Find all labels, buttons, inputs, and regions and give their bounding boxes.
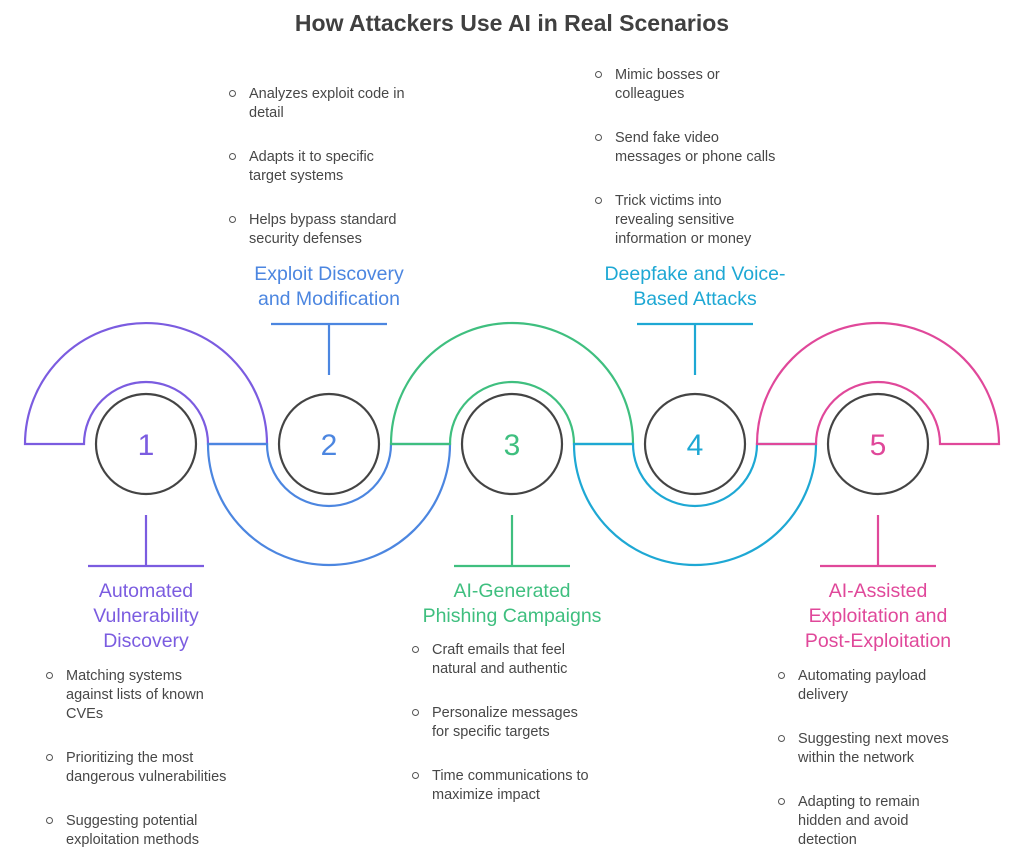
list-item: Craft emails that feel natural and authe… bbox=[412, 641, 589, 679]
step-3-heading: AI-Generated Phishing Campaigns bbox=[402, 579, 622, 629]
bullet-dot-icon bbox=[412, 646, 419, 653]
list-item: Personalize messages for specific target… bbox=[412, 704, 589, 742]
list-item: Prioritizing the most dangerous vulnerab… bbox=[46, 749, 226, 787]
heading-line: and Modification bbox=[257, 288, 400, 310]
connector-step-5 bbox=[820, 515, 936, 568]
step-2-bullets: Analyzes exploit code in detail Adapts i… bbox=[229, 85, 405, 249]
list-item: Trick victims into revealing sensitive i… bbox=[595, 192, 775, 249]
bullet-dot-icon bbox=[595, 71, 602, 78]
heading-line: Deepfake and Voice- bbox=[604, 263, 786, 285]
list-item: Send fake video messages or phone calls bbox=[595, 129, 775, 167]
bullet-dot-icon bbox=[595, 197, 602, 204]
heading-line: Vulnerability bbox=[93, 605, 199, 627]
step-circle-3 bbox=[460, 392, 564, 496]
step-1-bullets: Matching systems against lists of known … bbox=[46, 667, 226, 850]
step-number-1: 1 bbox=[138, 429, 155, 462]
connector-step-4 bbox=[637, 322, 753, 375]
bullet-dot-icon bbox=[778, 672, 785, 679]
heading-line: Automated bbox=[98, 580, 194, 602]
step-circle-1 bbox=[94, 392, 198, 496]
list-item: Adapts it to specific target systems bbox=[229, 148, 405, 186]
step-circle-2 bbox=[277, 392, 381, 496]
bullet-dot-icon bbox=[46, 817, 53, 824]
heading-line: Phishing Campaigns bbox=[422, 605, 602, 627]
arch-step-4 bbox=[572, 442, 818, 567]
step-number-2: 2 bbox=[321, 429, 338, 462]
step-4-heading: Deepfake and Voice- Based Attacks bbox=[580, 262, 810, 312]
list-item: Time communications to maximize impact bbox=[412, 767, 589, 805]
step-1-heading: Automated Vulnerability Discovery bbox=[56, 579, 236, 654]
bullet-dot-icon bbox=[778, 735, 785, 742]
heading-line: Exploitation and bbox=[808, 605, 948, 627]
heading-line: Post-Exploitation bbox=[804, 630, 952, 652]
bullet-dot-icon bbox=[46, 754, 53, 761]
page-title: How Attackers Use AI in Real Scenarios bbox=[294, 10, 730, 36]
step-number-4: 4 bbox=[687, 429, 704, 462]
step-3-bullets: Craft emails that feel natural and authe… bbox=[412, 641, 589, 805]
list-item: Automating payload delivery bbox=[778, 667, 949, 705]
step-5-heading: AI-Assisted Exploitation and Post-Exploi… bbox=[778, 579, 978, 654]
bullet-dot-icon bbox=[229, 216, 236, 223]
list-item: Helps bypass standard security defenses bbox=[229, 211, 405, 249]
bullet-dot-icon bbox=[595, 134, 602, 141]
heading-line: AI-Assisted bbox=[828, 580, 928, 602]
arch-step-5 bbox=[755, 321, 1001, 446]
bullet-dot-icon bbox=[229, 153, 236, 160]
heading-line: Based Attacks bbox=[633, 288, 757, 310]
step-number-3: 3 bbox=[504, 429, 521, 462]
step-5-bullets: Automating payload delivery Suggesting n… bbox=[778, 667, 949, 850]
list-item: Matching systems against lists of known … bbox=[46, 667, 226, 724]
list-item: Suggesting next moves within the network bbox=[778, 730, 949, 768]
connector-step-3 bbox=[454, 515, 570, 568]
bullet-dot-icon bbox=[778, 798, 785, 805]
step-4-bullets: Mimic bosses or colleagues Send fake vid… bbox=[595, 66, 775, 249]
connector-step-2 bbox=[271, 322, 387, 375]
arch-step-1 bbox=[23, 321, 269, 446]
list-item: Mimic bosses or colleagues bbox=[595, 66, 775, 104]
connector-step-1 bbox=[88, 515, 204, 568]
bullet-dot-icon bbox=[46, 672, 53, 679]
list-item: Analyzes exploit code in detail bbox=[229, 85, 405, 123]
step-2-heading: Exploit Discovery and Modification bbox=[226, 262, 432, 312]
step-circle-4 bbox=[643, 392, 747, 496]
bullet-dot-icon bbox=[412, 772, 419, 779]
heading-line: Exploit Discovery bbox=[254, 263, 404, 285]
arch-step-3 bbox=[389, 321, 635, 446]
list-item: Suggesting potential exploitation method… bbox=[46, 812, 226, 850]
bullet-dot-icon bbox=[412, 709, 419, 716]
heading-line: AI-Generated bbox=[453, 580, 571, 602]
step-number-5: 5 bbox=[870, 429, 887, 462]
heading-line: Discovery bbox=[103, 630, 189, 652]
step-circle-5 bbox=[826, 392, 930, 496]
bullet-dot-icon bbox=[229, 90, 236, 97]
list-item: Adapting to remain hidden and avoid dete… bbox=[778, 793, 949, 850]
arch-step-2 bbox=[206, 442, 452, 567]
